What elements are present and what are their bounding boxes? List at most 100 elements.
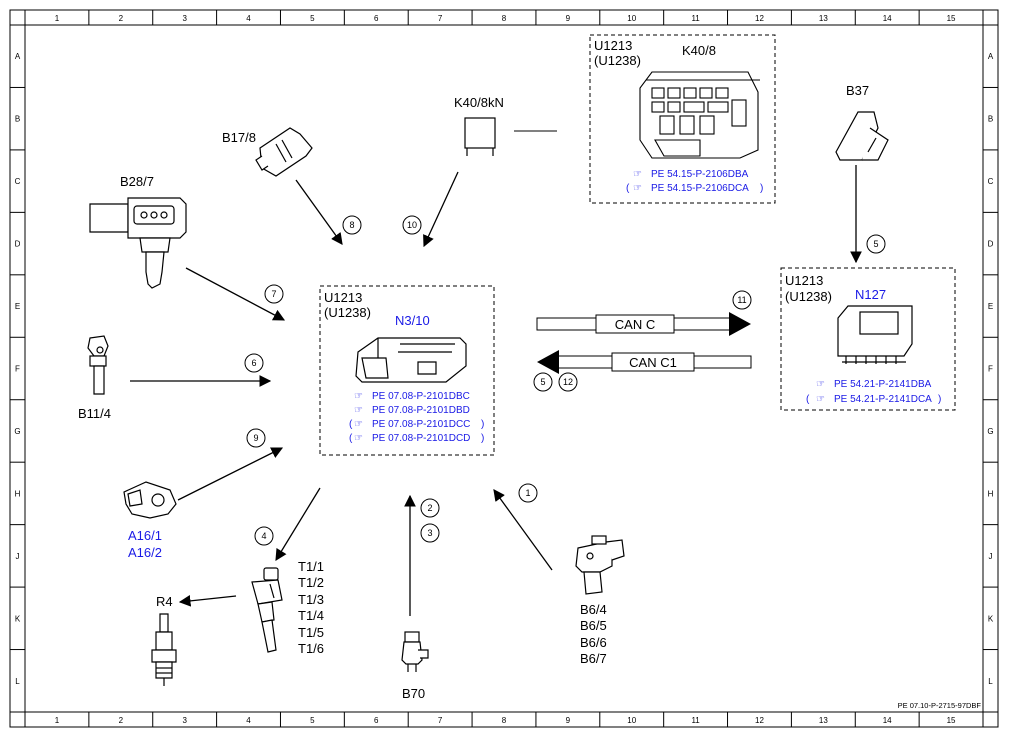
svg-text:7: 7 [271, 289, 276, 299]
svg-text:3: 3 [427, 528, 432, 538]
marker-11: 11 [732, 290, 752, 310]
grid-col-label: 1 [55, 14, 60, 23]
ignition-coils-t1[interactable]: T1/1 T1/2 T1/3 T1/4 T1/5 T1/6 [251, 559, 324, 656]
camshaft-sensor-icon [575, 535, 625, 595]
grid-row-label: B [988, 115, 993, 124]
arrow-to-r4 [178, 595, 237, 607]
ref-link[interactable]: PE 54.21-P-2141DBA [834, 379, 932, 390]
b28-7-label: B28/7 [120, 174, 154, 189]
ref-link[interactable]: PE 07.08-P-2101DBD [372, 405, 470, 416]
relay-k40-8kn[interactable]: K40/8kN [454, 95, 557, 156]
can-c1-bus[interactable]: CAN C1 [537, 350, 752, 374]
hand-pointer-icon: ☞ [354, 405, 363, 416]
relay-unit-name: K40/8 [682, 43, 716, 58]
relay-unit-title-2: (U1238) [594, 53, 641, 68]
grid-col-label: 6 [374, 14, 379, 23]
grid-col-label: 10 [627, 14, 636, 23]
grid-col-label: 9 [566, 14, 571, 23]
signal-arrows [130, 165, 862, 616]
grid-row-label: H [15, 489, 21, 498]
grid-row-label: C [988, 177, 994, 186]
hand-pointer-icon: ☞ [354, 419, 363, 430]
center-unit-name: N3/10 [395, 313, 430, 328]
grid-col-label: 3 [182, 14, 187, 23]
paren-open: ( [349, 433, 353, 444]
can-c-bus[interactable]: CAN C [536, 312, 751, 336]
ref-link[interactable]: PE 54.15-P-2106DCA [651, 183, 749, 194]
grid-col-label: 5 [310, 14, 315, 23]
grid-col-label: 13 [819, 14, 828, 23]
sensor-b70[interactable]: B70 [401, 631, 429, 701]
b11-4-label: B11/4 [78, 406, 111, 421]
hand-pointer-icon: ☞ [633, 183, 642, 194]
grid-ticks [10, 10, 998, 727]
grid-labels: 1122334455667788991010111112121313141415… [14, 14, 993, 725]
hand-pointer-icon: ☞ [816, 394, 825, 405]
marker-4: 4 [254, 526, 274, 546]
grid-col-label: 14 [883, 716, 892, 725]
grid-col-label: 4 [246, 14, 251, 23]
paren-open: ( [626, 183, 630, 194]
camshaft-sensors-b6[interactable]: B6/4 B6/5 B6/6 B6/7 [575, 535, 625, 666]
b6-5-label: B6/5 [580, 618, 607, 633]
sensor-b11-4[interactable]: B11/4 [78, 335, 111, 421]
marker-2: 2 [420, 498, 440, 518]
grid-row-label: F [15, 365, 20, 374]
grid-col-label: 5 [310, 716, 315, 725]
paren-close: ) [760, 183, 763, 194]
k40-8kn-label: K40/8kN [454, 95, 504, 110]
relay-unit-title-1: U1213 [594, 38, 632, 53]
grid-row-label: E [988, 302, 993, 311]
ref-link[interactable]: PE 07.08-P-2101DCC [372, 419, 470, 430]
fuse-box-icon [639, 71, 760, 159]
r4-label: R4 [156, 594, 173, 609]
arrow-a16 [177, 447, 284, 501]
arrow-to-t1 [275, 487, 321, 561]
center-unit-n3-10[interactable]: U1213 (U1238) N3/10 ☞ PE 07.08-P-2101DBC… [319, 285, 495, 456]
sensor-b17-8[interactable]: B17/8 [222, 127, 313, 177]
grid-col-label: 6 [374, 716, 379, 725]
t1-1-label: T1/1 [298, 559, 324, 574]
b6-7-label: B6/7 [580, 651, 607, 666]
ref-link[interactable]: PE 07.08-P-2101DCD [372, 433, 470, 444]
ref-link[interactable]: PE 54.21-P-2141DCA [834, 394, 932, 405]
grid-row-label: G [987, 427, 993, 436]
grid-col-label: 10 [627, 716, 636, 725]
right-unit-name: N127 [855, 287, 886, 302]
hand-pointer-icon: ☞ [816, 379, 825, 390]
relay-unit-k40-8[interactable]: U1213 (U1238) K40/8 ☞ PE 54.15-P-2106DBA… [589, 34, 776, 204]
marker-1: 1 [518, 483, 538, 503]
marker-12: 12 [558, 372, 578, 392]
center-unit-title-1: U1213 [324, 290, 362, 305]
grid-col-label: 7 [438, 14, 443, 23]
sensor-b28-7[interactable]: B28/7 [89, 174, 187, 289]
grid-row-label: D [988, 240, 994, 249]
sensor-b37[interactable]: B37 [835, 83, 889, 161]
ecu-module-icon [355, 337, 467, 383]
grid-row-label: K [15, 614, 21, 623]
t1-6-label: T1/6 [298, 641, 324, 656]
paren-open: ( [349, 419, 353, 430]
svg-text:2: 2 [427, 503, 432, 513]
knock-sensors-a16[interactable]: A16/1 A16/2 [123, 481, 177, 560]
arrow-b28-7 [185, 267, 286, 321]
control-module-icon [837, 305, 913, 364]
signal-number-markers: 8 10 7 6 9 4 2 3 1 11 5 12 5 [244, 215, 886, 546]
svg-text:12: 12 [563, 377, 573, 387]
ref-link[interactable]: PE 54.15-P-2106DBA [651, 169, 749, 180]
grid-row-label: B [15, 115, 20, 124]
a16-2-label: A16/2 [128, 545, 162, 560]
spark-plug-r4[interactable]: R4 [151, 594, 177, 686]
t1-5-label: T1/5 [298, 625, 324, 640]
svg-text:6: 6 [251, 358, 256, 368]
paren-close: ) [481, 419, 484, 430]
ref-link[interactable]: PE 07.08-P-2101DBC [372, 391, 470, 402]
grid-col-label: 8 [502, 716, 507, 725]
ignition-coil-icon [251, 567, 283, 653]
hand-pointer-icon: ☞ [354, 433, 363, 444]
grid-col-label: 15 [947, 14, 956, 23]
right-unit-n127[interactable]: U1213 (U1238) N127 ☞ PE 54.21-P-2141DBA … [780, 267, 956, 411]
svg-text:10: 10 [407, 220, 417, 230]
grid-row-label: A [988, 52, 994, 61]
